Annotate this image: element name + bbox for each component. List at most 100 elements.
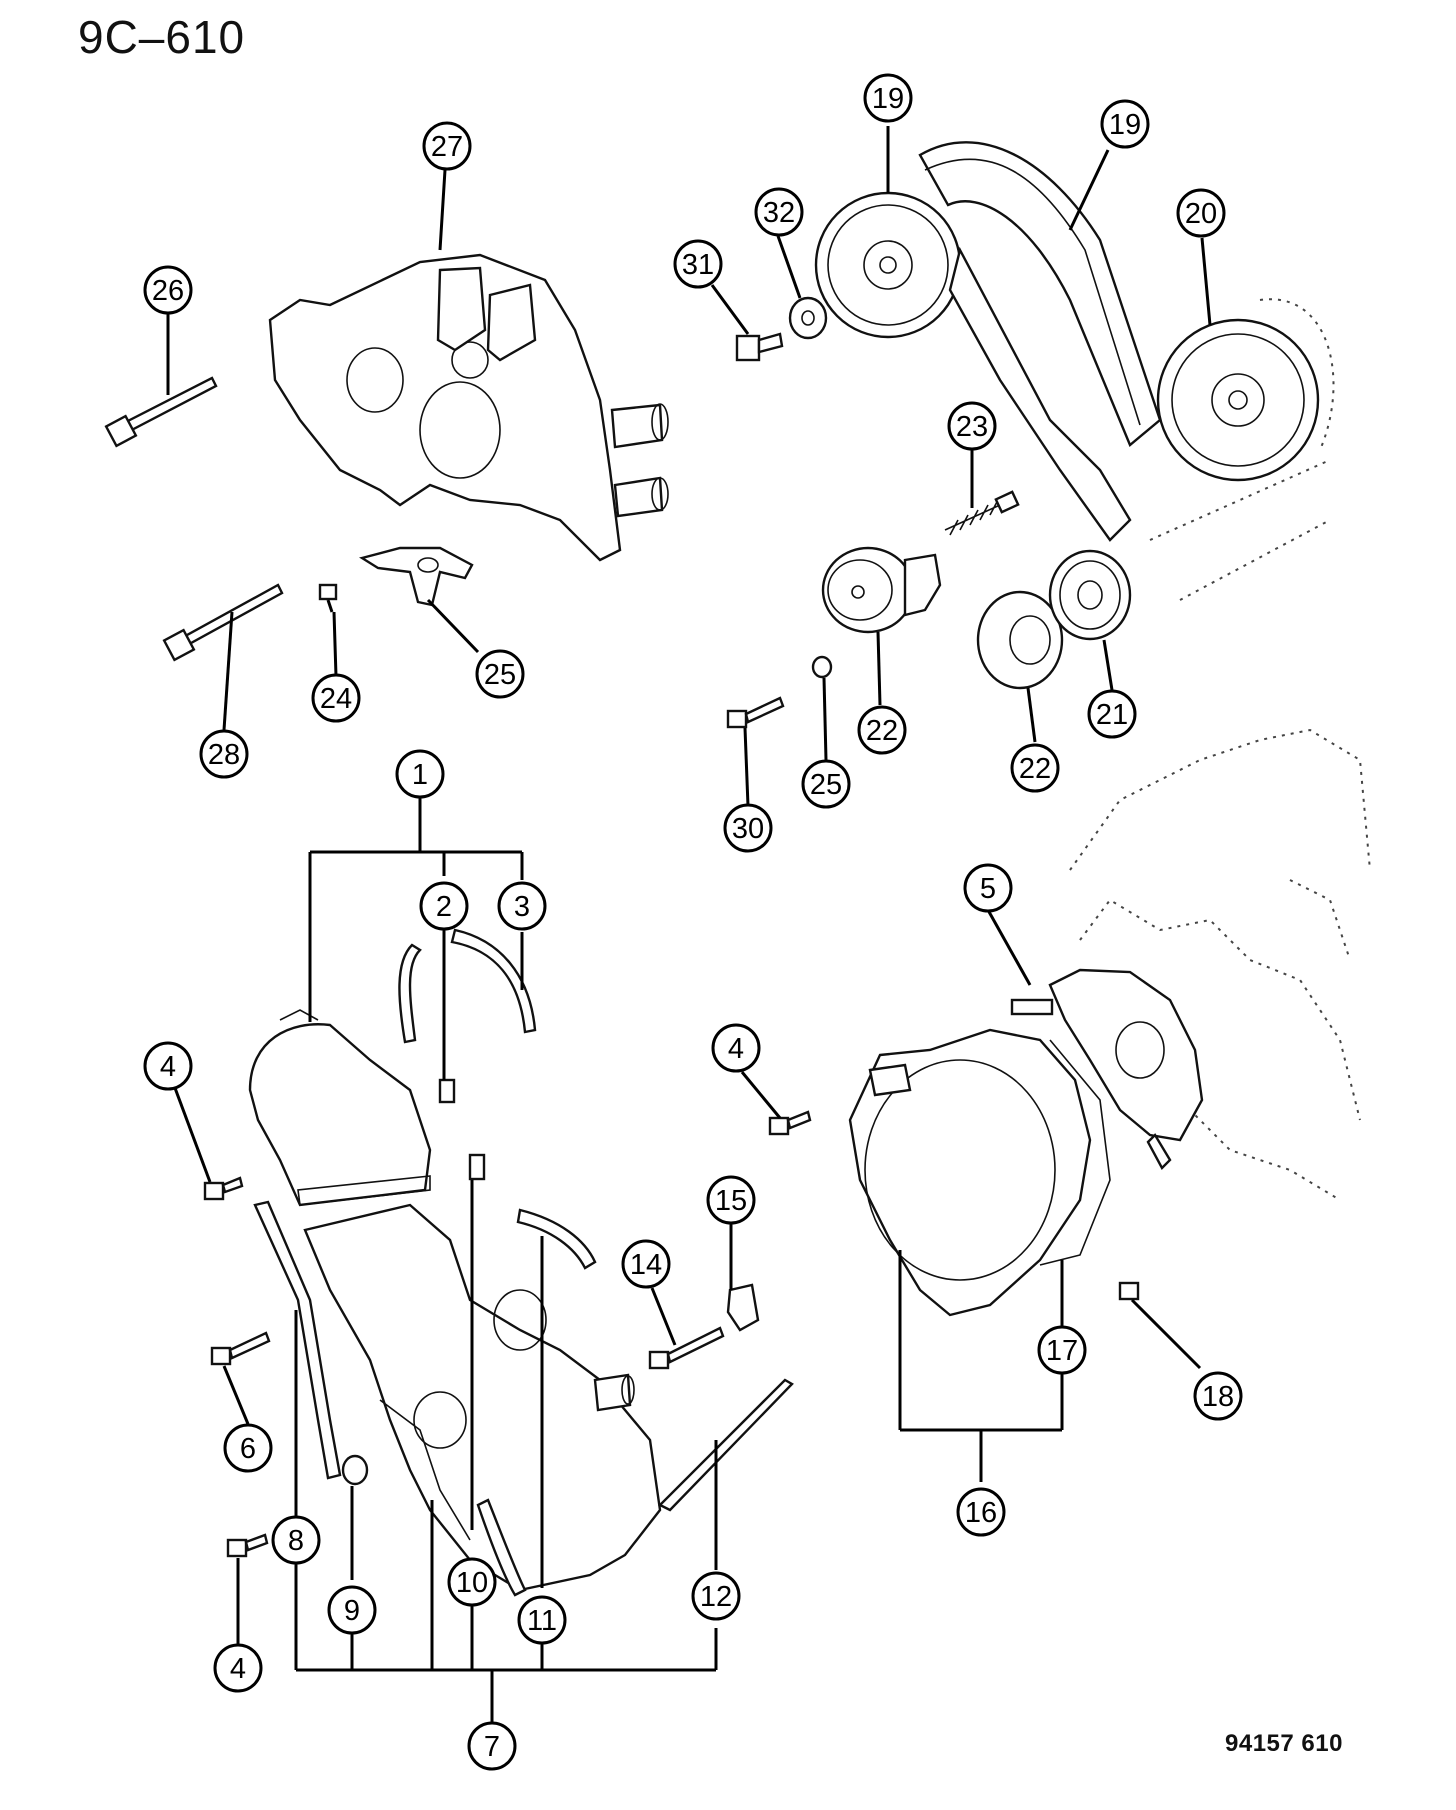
- callout-3: 3: [497, 881, 547, 931]
- bolt-4-mid: [768, 1110, 812, 1136]
- washer-24: [811, 655, 833, 679]
- callout-31: 31: [673, 239, 723, 289]
- svg-text:30: 30: [732, 813, 764, 845]
- rear-timing-bracket: [268, 253, 669, 562]
- callout-28: 27: [422, 121, 472, 171]
- bolt-4-lower-left: [226, 1533, 269, 1558]
- callout-4-mid: 4: [711, 1023, 761, 1073]
- callout-10: 10: [447, 1557, 497, 1607]
- callout-2: 2: [419, 881, 469, 931]
- svg-text:32: 32: [763, 197, 795, 229]
- callout-8: 8: [271, 1515, 321, 1565]
- upper-front-cover-1: [248, 1009, 432, 1207]
- svg-text:20: 20: [1185, 198, 1217, 230]
- svg-text:22: 22: [866, 715, 898, 747]
- svg-text:14: 14: [630, 1249, 662, 1281]
- seal-strip-12: [657, 1378, 794, 1512]
- tensioner-spring-23: [944, 490, 1020, 536]
- svg-text:19: 19: [872, 83, 904, 115]
- callout-27: 26: [143, 265, 193, 315]
- bolt-17: [1118, 1281, 1140, 1301]
- svg-text:7: 7: [484, 1731, 500, 1763]
- svg-text:22: 22: [1019, 753, 1051, 785]
- svg-text:12: 12: [700, 1581, 732, 1613]
- callout-16: 17: [1037, 1325, 1087, 1375]
- callout-15: 16: [956, 1487, 1006, 1537]
- svg-text:24: 24: [320, 683, 352, 715]
- svg-text:16: 16: [965, 1497, 997, 1529]
- crank-sprocket-20: [1048, 549, 1132, 641]
- svg-text:23: 23: [956, 411, 988, 443]
- crank-flange-21: [976, 590, 1064, 690]
- callout-14: 15: [706, 1175, 756, 1225]
- svg-text:6: 6: [240, 1433, 256, 1465]
- svg-text:26: 26: [152, 275, 184, 307]
- callout-29: 28: [199, 729, 249, 779]
- callout-9: 9: [327, 1585, 377, 1635]
- bolt-13: [648, 1326, 725, 1370]
- svg-text:28: 28: [208, 739, 240, 771]
- callout-7: 7: [467, 1721, 517, 1771]
- seal-strip-11: [476, 1208, 597, 1597]
- leader-lines: [166, 126, 1212, 1722]
- callout-4-lower-left: 4: [213, 1643, 263, 1693]
- bolt-30: [726, 696, 785, 729]
- callout-20: 21: [1087, 689, 1137, 739]
- callout-19-right: 20: [1176, 188, 1226, 238]
- svg-text:21: 21: [1096, 699, 1128, 731]
- svg-text:27: 27: [431, 131, 463, 163]
- seal-strip-2-3: [398, 928, 537, 1104]
- drawing-code: 94157 610: [1225, 1730, 1343, 1757]
- tensioner-pulley-22: [821, 546, 942, 634]
- svg-text:9: 9: [344, 1595, 360, 1627]
- callout-13: 14: [621, 1239, 671, 1289]
- lower-cover-15: [848, 1028, 1111, 1317]
- rear-plate-5: [1010, 968, 1204, 1170]
- svg-text:5: 5: [980, 873, 996, 905]
- bolt-4-upper-left: [203, 1176, 244, 1201]
- cam-sprocket-19b: [1156, 298, 1335, 482]
- callout-21: 22: [1010, 743, 1060, 793]
- tensioner-arm-26: [359, 546, 474, 607]
- cam-sprocket-19a: [814, 191, 962, 339]
- svg-text:31: 31: [682, 249, 714, 281]
- bolt-6: [210, 1331, 271, 1366]
- callout-17: 18: [1193, 1371, 1243, 1421]
- callout-12: 12: [691, 1571, 741, 1621]
- svg-text:17: 17: [1046, 1335, 1078, 1367]
- callout-5: 5: [963, 863, 1013, 913]
- callout-19-left: 19: [863, 73, 913, 123]
- svg-text:8: 8: [288, 1525, 304, 1557]
- svg-text:4: 4: [160, 1051, 176, 1083]
- plug-9: [341, 1454, 369, 1486]
- bolt-25: [318, 583, 338, 613]
- seal-piece-10: [468, 1153, 486, 1181]
- callout-25: 24: [311, 673, 361, 723]
- svg-text:25: 25: [810, 769, 842, 801]
- svg-text:2: 2: [436, 891, 452, 923]
- svg-text:3: 3: [514, 891, 530, 923]
- bolt-27: [104, 376, 218, 448]
- bolt-31: [735, 332, 784, 362]
- washer-32: [788, 296, 828, 340]
- callout-11: 11: [517, 1595, 567, 1645]
- svg-text:11: 11: [527, 1605, 557, 1637]
- svg-text:19: 19: [1109, 109, 1141, 141]
- callout-24: 25: [801, 759, 851, 809]
- svg-text:1: 1: [412, 759, 428, 791]
- svg-text:25: 25: [484, 659, 516, 691]
- callout-32: 32: [754, 187, 804, 237]
- seal-strip-8: [253, 1200, 342, 1480]
- callout-30: 30: [723, 803, 773, 853]
- callout-6: 6: [223, 1423, 273, 1473]
- bolt-29: [162, 583, 284, 662]
- svg-text:15: 15: [715, 1185, 747, 1217]
- callout-4-upper-left: 4: [143, 1041, 193, 1091]
- svg-text:10: 10: [456, 1567, 488, 1599]
- callout-1: 1: [395, 749, 445, 799]
- svg-text:18: 18: [1202, 1381, 1234, 1413]
- svg-text:4: 4: [230, 1653, 246, 1685]
- svg-text:4: 4: [728, 1033, 744, 1065]
- callout-26: 25: [475, 649, 525, 699]
